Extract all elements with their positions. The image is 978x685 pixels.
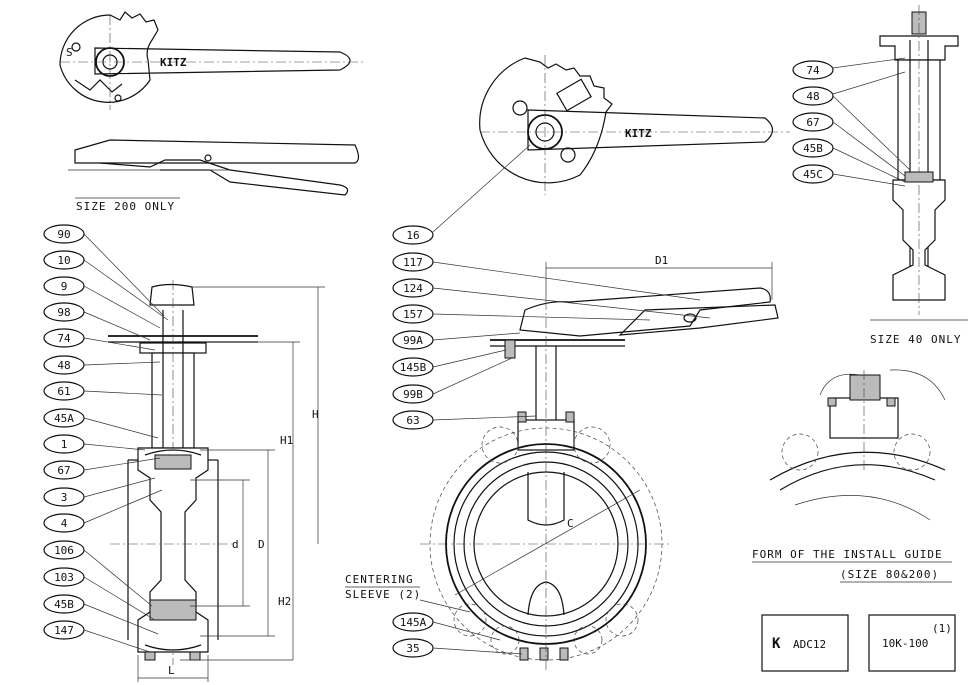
balloon-4: 4 <box>43 489 163 533</box>
balloon-r-48: 48 <box>792 71 911 171</box>
rating-note: (1) <box>932 622 952 635</box>
balloon-r-74: 74 <box>792 57 906 80</box>
balloon-90: 90 <box>43 224 165 317</box>
size-40-section: SIZE 40 ONLY <box>870 5 968 346</box>
balloon-35: 35 <box>392 638 523 658</box>
balloon-61: 61 <box>43 381 163 401</box>
centering-label-2: SLEEVE (2) <box>345 588 421 601</box>
svg-text:9: 9 <box>61 280 68 293</box>
svg-text:48: 48 <box>57 359 70 372</box>
lever-top-view: KITZ S <box>59 11 365 110</box>
dim-D: D <box>258 538 265 551</box>
svg-text:16: 16 <box>406 229 419 242</box>
svg-text:99A: 99A <box>403 334 423 347</box>
svg-text:74: 74 <box>57 332 71 345</box>
svg-text:45C: 45C <box>803 168 823 181</box>
material-value: ADC12 <box>793 638 826 651</box>
balloon-45A: 45A <box>43 408 159 439</box>
install-guide-detail: FORM OF THE INSTALL GUIDE (SIZE 80&200) <box>752 369 952 583</box>
svg-text:124: 124 <box>403 282 423 295</box>
svg-text:4: 4 <box>61 517 68 530</box>
material-mark: K <box>772 636 781 652</box>
dim-D1: D1 <box>655 254 668 267</box>
svg-text:10: 10 <box>57 254 70 267</box>
svg-text:45A: 45A <box>54 412 74 425</box>
svg-text:45B: 45B <box>54 598 74 611</box>
svg-text:61: 61 <box>57 385 70 398</box>
dim-H1: H1 <box>280 434 293 447</box>
balloon-45B: 45B <box>43 594 159 635</box>
balloon-117: 117 <box>392 252 701 301</box>
material-box: K ADC12 <box>761 614 849 672</box>
svg-text:147: 147 <box>54 624 74 637</box>
balloon-147: 147 <box>43 620 151 653</box>
brand-label-mid: KITZ <box>625 127 652 140</box>
svg-text:145A: 145A <box>400 616 427 629</box>
balloon-r-45C: 45C <box>792 164 906 187</box>
svg-text:103: 103 <box>54 571 74 584</box>
svg-text:45B: 45B <box>803 142 823 155</box>
size-200-only-label: SIZE 200 ONLY <box>76 200 175 213</box>
rating-box: (1) 10K-100 <box>868 614 956 672</box>
balloon-124: 124 <box>392 278 711 319</box>
balloon-99B: 99B <box>392 357 513 404</box>
svg-text:3: 3 <box>61 491 68 504</box>
balloon-106: 106 <box>43 540 153 607</box>
svg-text:1: 1 <box>61 438 68 451</box>
balloons-mid: 16 117 124 157 99A 145B 99B 63 145A 35 <box>392 144 711 658</box>
balloon-157: 157 <box>392 304 651 324</box>
svg-text:63: 63 <box>406 414 419 427</box>
balloon-r-45B: 45B <box>792 138 906 183</box>
dim-C: C <box>567 517 574 530</box>
rating-value: 10K-100 <box>882 637 928 650</box>
svg-text:35: 35 <box>406 642 419 655</box>
svg-text:67: 67 <box>806 116 819 129</box>
svg-text:157: 157 <box>403 308 423 321</box>
dim-d: d <box>232 538 239 551</box>
balloon-99A: 99A <box>392 330 521 350</box>
dim-L: L <box>168 664 175 677</box>
balloon-9: 9 <box>43 276 161 329</box>
valve-front-view: C D1 CENTERING SLEEVE (2) <box>345 254 779 670</box>
svg-text:106: 106 <box>54 544 74 557</box>
balloons-left: 90 10 9 98 74 48 61 45A 1 67 3 4 106 103… <box>43 224 169 653</box>
dim-H2: H2 <box>278 595 291 608</box>
lock-mark-s: S <box>66 46 73 59</box>
svg-text:145B: 145B <box>400 361 427 374</box>
balloon-16: 16 <box>392 144 531 245</box>
balloon-145A: 145A <box>392 612 501 641</box>
svg-text:117: 117 <box>403 256 423 269</box>
svg-text:99B: 99B <box>403 388 423 401</box>
svg-text:67: 67 <box>57 464 70 477</box>
balloons-right: 74 48 67 45B 45C <box>792 57 911 187</box>
balloon-r-67: 67 <box>792 112 906 177</box>
install-guide-title: FORM OF THE INSTALL GUIDE <box>752 548 943 561</box>
balloon-63: 63 <box>392 410 537 430</box>
svg-text:90: 90 <box>57 228 70 241</box>
svg-text:98: 98 <box>57 306 70 319</box>
brand-label-top: KITZ <box>160 56 187 69</box>
balloon-10: 10 <box>43 250 169 321</box>
lever-side-view: SIZE 200 ONLY <box>68 139 360 213</box>
centering-label-1: CENTERING <box>345 573 414 586</box>
size-40-only-label: SIZE 40 ONLY <box>870 333 961 346</box>
svg-text:48: 48 <box>806 90 819 103</box>
valve-section-left: H H1 H2 D d L <box>108 280 325 682</box>
balloon-3: 3 <box>43 477 156 507</box>
balloon-98: 98 <box>43 302 151 341</box>
balloon-103: 103 <box>43 567 156 621</box>
lever-sector-view: KITZ <box>479 55 790 195</box>
balloon-48: 48 <box>43 355 161 375</box>
balloon-145B: 145B <box>392 349 507 377</box>
balloon-67: 67 <box>43 457 161 480</box>
install-guide-subtitle: (SIZE 80&200) <box>840 568 939 581</box>
balloon-1: 1 <box>43 434 146 454</box>
balloon-74: 74 <box>43 328 156 351</box>
svg-text:74: 74 <box>806 64 820 77</box>
dim-H: H <box>312 408 319 421</box>
